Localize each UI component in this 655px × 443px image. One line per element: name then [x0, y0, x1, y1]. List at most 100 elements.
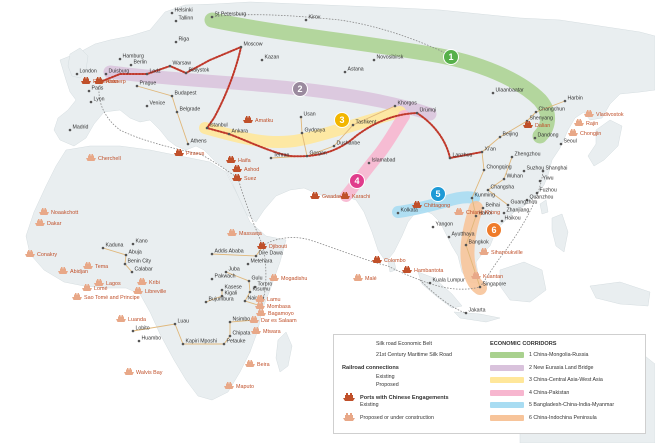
city-label: Gorgan — [310, 151, 327, 157]
city-label: Dandong — [538, 133, 559, 139]
legend-belt-label: Silk road Economic Belt — [376, 341, 432, 347]
city-label: Dire Dawa — [259, 251, 283, 257]
ship-icon — [340, 192, 350, 199]
ship-icon — [255, 295, 265, 302]
city-dot — [68, 128, 72, 132]
city-dot — [254, 254, 258, 258]
city-dot — [184, 71, 188, 75]
city-label: Novosibirsk — [377, 55, 404, 61]
city-label: Juba — [229, 267, 240, 273]
city-tallinn: Tallinn — [174, 16, 193, 23]
city-label: Kasese — [225, 285, 242, 291]
city-dot — [89, 100, 93, 104]
land-newguinea — [589, 281, 651, 307]
city-label: Lyon — [94, 97, 105, 103]
port-label: Sao Tomé and Principe — [84, 295, 140, 301]
city-label: Yangon — [436, 222, 454, 228]
city-zhanjiang: Zhanjiang — [502, 208, 529, 215]
port-label: Lamu — [267, 297, 281, 303]
ship-icon — [58, 267, 68, 274]
city-dot — [181, 342, 185, 346]
port-chittagong: Chittagong — [412, 201, 450, 209]
ship-icon — [402, 266, 412, 273]
port-label: Chittagong — [424, 203, 450, 209]
city-prague: Prague — [135, 81, 156, 88]
corridor-swatch — [490, 364, 524, 371]
city-label: Istanbul — [210, 123, 228, 129]
city-budapest: Budapest — [170, 91, 197, 98]
ship-icon — [227, 229, 237, 236]
city-bangkok: Bangkok — [464, 240, 489, 247]
legend-corridor-2: 2 New Eurasia Land Bridge — [490, 364, 593, 371]
city-lyon: Lyon — [89, 97, 105, 104]
city-haikou: Haikou — [500, 216, 521, 223]
city-kaduna: Kaduna — [101, 243, 124, 250]
port-label: Mombasa — [267, 304, 291, 310]
ship-icon — [82, 284, 92, 291]
city-label: Kazan — [265, 55, 280, 61]
port-label: Mtwara — [263, 329, 281, 335]
city-label: Tashkent — [356, 120, 377, 126]
city-dot — [563, 99, 567, 103]
port-abidjan: Abidjan — [58, 267, 88, 275]
city-paris: Paris — [87, 86, 104, 93]
legend-maritime-label: 21st Century Maritime Silk Road — [376, 352, 452, 358]
city-label: Guangzhou — [511, 200, 538, 206]
city-label: Haikou — [505, 216, 521, 222]
port-label: Beira — [257, 362, 270, 368]
city-xian: Xi'an — [480, 147, 496, 154]
badge-circle — [486, 222, 502, 238]
port-kuantan: Kuantan — [471, 272, 503, 280]
city-dot — [174, 19, 178, 23]
corridor-swatch — [490, 402, 524, 408]
corridor-label: 6 China-Indochina Peninsula — [529, 414, 597, 421]
city-bujumbura: Bujumbura — [204, 297, 234, 304]
port-label: Dalian — [535, 123, 550, 129]
city-label: Nsimbo — [233, 317, 251, 323]
port-chiangkhong: Chiang Khong — [454, 208, 500, 216]
city-label: Changsha — [491, 185, 515, 191]
port-label: Rajin — [586, 121, 598, 127]
port-label: Chongjin — [580, 131, 601, 137]
badge-circle — [430, 186, 446, 202]
corridors-title-text: ECONOMIC CORRIDORS — [490, 341, 557, 347]
legend-rail-existing: Existing — [342, 374, 395, 380]
ship-icon — [256, 309, 266, 316]
city-label: Jakarta — [469, 308, 486, 314]
city-dot — [123, 262, 127, 266]
port-label: Lagos — [106, 281, 121, 287]
port-label: Kribi — [149, 280, 160, 286]
city-dot — [522, 169, 526, 173]
city-dot — [534, 110, 538, 114]
city-dot — [186, 142, 190, 146]
city-label: Huambo — [142, 336, 162, 342]
port-antwerp: Antwerp — [94, 77, 126, 85]
city-hanoi: Hanoi — [474, 211, 492, 218]
badge-circle — [443, 49, 459, 65]
city-label: Tororo — [258, 282, 273, 288]
map-legend: Silk road Economic Belt 21st Century Mar… — [333, 334, 646, 434]
city-dot — [118, 57, 122, 61]
city-harbin: Harbin — [563, 96, 583, 103]
corridor-5-bcim — [392, 191, 480, 218]
ship-icon — [224, 382, 234, 389]
city-dot — [170, 94, 174, 98]
city-dot — [428, 281, 432, 285]
ship-icon — [245, 360, 255, 367]
city-dushanbe: Dushanbe — [332, 141, 360, 148]
city-beihai: Beihai — [481, 203, 500, 210]
legend-corridor-3: 3 China-Central Asia-West Asia — [490, 377, 603, 383]
city-label: Metehara — [251, 259, 273, 265]
city-label: Bujumbura — [209, 297, 234, 303]
ship-icon — [255, 302, 265, 309]
city-berlin: Berlin — [129, 60, 147, 67]
city-dot — [510, 155, 514, 159]
city-label: Usan — [304, 112, 316, 118]
legend-corridors-title: ECONOMIC CORRIDORS — [490, 341, 557, 347]
port-label: Kuantan — [483, 274, 503, 280]
city-label: Lobito — [136, 326, 150, 332]
city-label: Gulu — [252, 276, 263, 282]
city-label: Kaduna — [106, 243, 124, 249]
port-mogadishu: Mogadishu — [269, 274, 307, 282]
city-kirov: Kirov — [304, 15, 321, 22]
